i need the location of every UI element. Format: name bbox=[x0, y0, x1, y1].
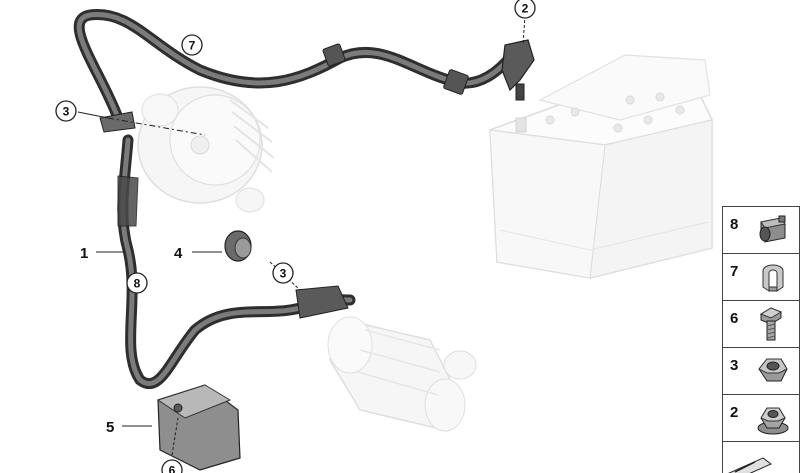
legend-number: 8 bbox=[730, 216, 739, 233]
svg-text:6: 6 bbox=[169, 464, 176, 473]
svg-text:7: 7 bbox=[189, 39, 196, 53]
legend-number: 6 bbox=[730, 310, 739, 327]
svg-text:3: 3 bbox=[63, 105, 70, 119]
legend-number: 3 bbox=[730, 357, 739, 374]
bracket-part-5 bbox=[156, 384, 241, 471]
grommet-part-4 bbox=[224, 230, 252, 262]
alternator bbox=[137, 86, 275, 213]
legend-cell-6[interactable]: 6 bbox=[722, 300, 800, 348]
callout-7: 7 bbox=[181, 34, 203, 56]
callout-2: 2 bbox=[514, 0, 536, 19]
bolt-icon bbox=[759, 307, 783, 341]
cable-1 bbox=[99, 111, 356, 390]
callout-8: 8 bbox=[126, 272, 148, 294]
battery bbox=[489, 54, 714, 279]
svg-text:3: 3 bbox=[280, 267, 287, 281]
label-part-4: 4 bbox=[174, 245, 183, 262]
svg-text:2: 2 bbox=[522, 2, 529, 16]
legend-number: 7 bbox=[730, 263, 739, 280]
hex-nut-icon bbox=[758, 358, 788, 382]
legend-cell-8[interactable]: 8 bbox=[722, 206, 800, 254]
cable-7 bbox=[73, 9, 535, 124]
svg-text:8: 8 bbox=[134, 277, 141, 291]
hex-nut-collar-icon bbox=[757, 407, 789, 435]
callout-3-starter: 3 bbox=[272, 262, 294, 284]
label-part-1: 1 bbox=[80, 245, 88, 262]
legend-cell-2[interactable]: 2 bbox=[722, 394, 800, 442]
starter-motor bbox=[327, 316, 477, 432]
legend-cell-7[interactable]: 7 bbox=[722, 253, 800, 301]
legend-cell-shim[interactable] bbox=[722, 441, 800, 473]
label-part-5: 5 bbox=[106, 419, 114, 436]
holder-clip-icon bbox=[762, 264, 784, 292]
small-parts-legend: 8 7 6 3 2 bbox=[722, 206, 800, 473]
callout-3-alternator: 3 bbox=[55, 100, 77, 122]
cable-clip-icon bbox=[759, 215, 786, 243]
legend-number: 2 bbox=[730, 404, 739, 421]
callout-6: 6 bbox=[161, 459, 183, 473]
legend-cell-3[interactable]: 3 bbox=[722, 347, 800, 395]
shim-plate-icon bbox=[728, 457, 772, 473]
